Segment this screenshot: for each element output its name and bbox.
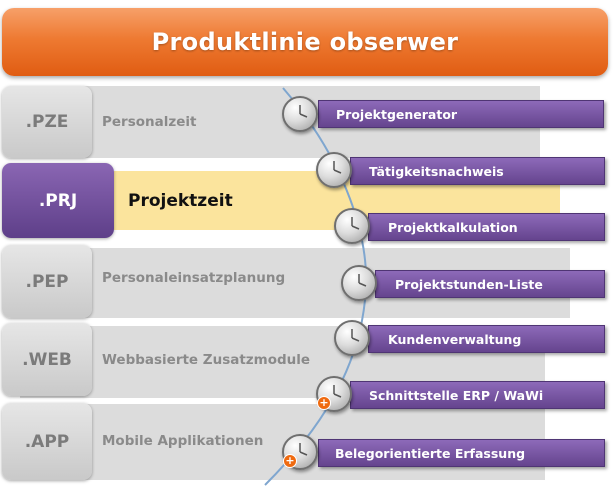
clock-icon — [316, 152, 352, 188]
clock-icon — [282, 96, 318, 132]
section-code-label: .WEB — [22, 349, 72, 370]
page-title: Produktlinie obserwer — [151, 28, 459, 56]
section-code-label: .PRJ — [38, 190, 78, 211]
plus-badge-icon: + — [283, 454, 297, 468]
section-label-prj: Projektzeit — [128, 191, 233, 211]
section-label-app: Mobile Applikationen — [102, 433, 264, 449]
module-label: Projektgenerator — [336, 106, 458, 122]
module-projektgenerator[interactable]: Projektgenerator — [318, 100, 604, 128]
module-label: Belegorientierte Erfassung — [335, 445, 526, 461]
module-label: Projektkalkulation — [388, 219, 518, 235]
module-taetigkeitsnachweis[interactable]: Tätigkeitsnachweis — [350, 157, 605, 185]
section-label-pze: Personalzeit — [102, 114, 197, 130]
clock-icon — [334, 320, 370, 356]
section-code-prj[interactable]: .PRJ — [2, 163, 114, 238]
section-label-web: Webbasierte Zusatzmodule — [102, 352, 311, 368]
clock-plus-icon: + — [282, 434, 318, 470]
module-projektkalkulation[interactable]: Projektkalkulation — [368, 213, 605, 241]
section-code-app[interactable]: .APP — [2, 403, 92, 480]
section-code-web[interactable]: .WEB — [2, 323, 92, 396]
module-label: Tätigkeitsnachweis — [369, 163, 504, 179]
module-kundenverwaltung[interactable]: Kundenverwaltung — [368, 325, 605, 353]
header-banner: Produktlinie obserwer — [2, 8, 608, 76]
module-belegorientierte-erfassung[interactable]: Belegorientierte Erfassung — [318, 439, 605, 467]
module-label: Kundenverwaltung — [388, 331, 522, 347]
clock-icon — [341, 265, 377, 301]
plus-badge-icon: + — [317, 396, 331, 410]
section-code-pze[interactable]: .PZE — [2, 86, 92, 158]
section-label-pep: Personaleinsatzplanung — [102, 270, 286, 286]
clock-icon — [334, 208, 370, 244]
clock-plus-icon: + — [316, 376, 352, 412]
section-code-label: .APP — [24, 431, 70, 452]
section-code-label: .PZE — [25, 112, 69, 132]
module-label: Schnittstelle ERP / WaWi — [369, 387, 544, 403]
section-code-label: .PEP — [25, 271, 69, 292]
section-code-pep[interactable]: .PEP — [2, 245, 92, 318]
module-projektstunden-liste[interactable]: Projektstunden-Liste — [375, 270, 605, 298]
module-schnittstelle-erp-wawi[interactable]: Schnittstelle ERP / WaWi — [350, 381, 605, 409]
module-label: Projektstunden-Liste — [395, 276, 543, 292]
